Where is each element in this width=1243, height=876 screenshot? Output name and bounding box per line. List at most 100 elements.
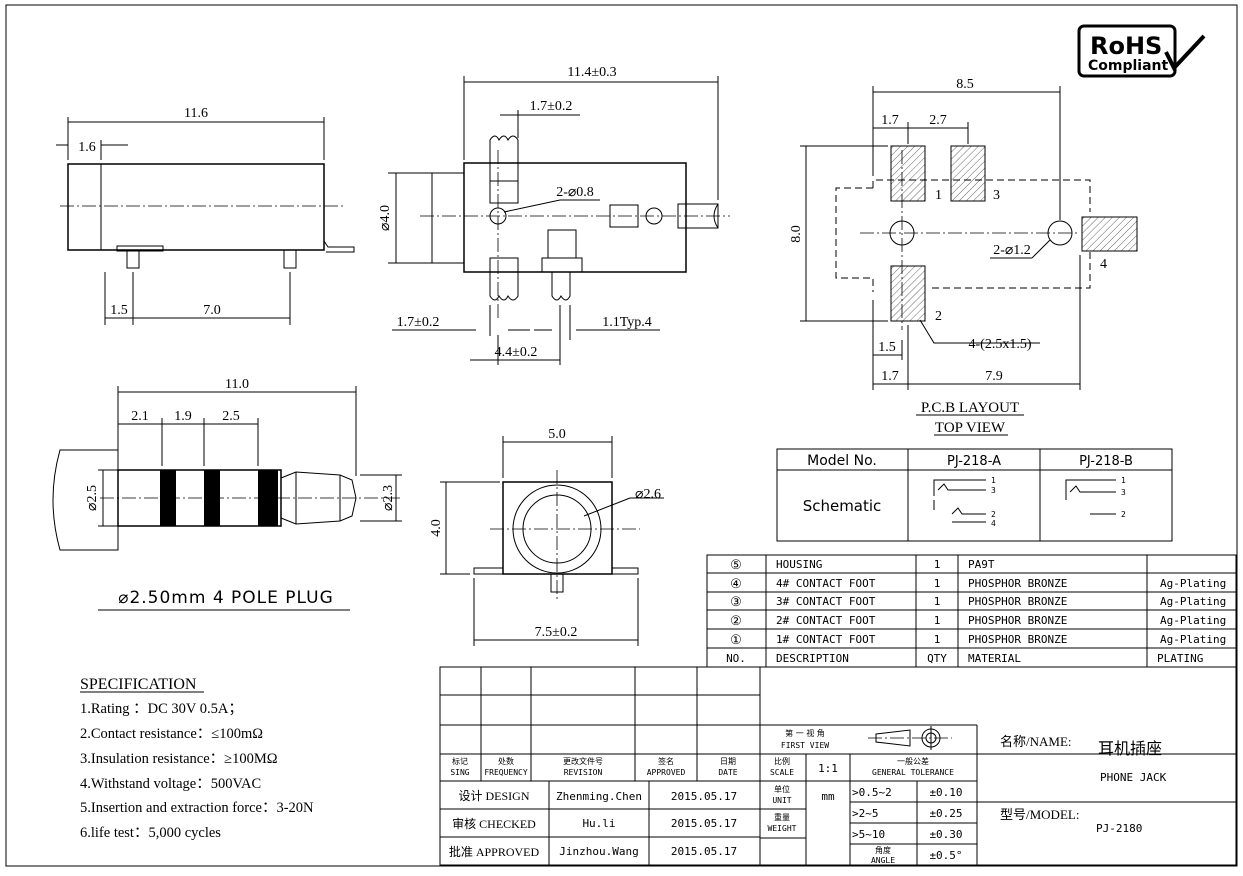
pcb-title: P.C.B LAYOUT bbox=[921, 400, 1019, 416]
model-table-col1: PJ-218-A bbox=[947, 454, 1001, 469]
side-view: 11.6 1.6 1.5 7.0 bbox=[56, 106, 355, 325]
tb-sign-cn: 标记 bbox=[452, 756, 468, 766]
schematic-b-pin-1: 1 bbox=[1121, 476, 1126, 485]
tb-rev-en: REVISION bbox=[564, 768, 603, 777]
front-base-label: 7.5±0.2 bbox=[535, 625, 578, 640]
tb-freq-cn: 处数 bbox=[498, 756, 514, 766]
pcb-dim-e-label: 7.9 bbox=[985, 369, 1003, 384]
tb-model-val: PJ-2180 bbox=[1096, 822, 1142, 835]
tb-angle-en: ANGLE bbox=[871, 856, 895, 865]
side-front-label: 1.6 bbox=[78, 140, 96, 155]
tb-design-date: 2015.05.17 bbox=[671, 790, 737, 803]
tb-unit-en: UNIT bbox=[772, 796, 791, 805]
tb-angle-cn: 角度 bbox=[875, 845, 891, 855]
plug-view: 11.0 2.1 1.9 2.5 ⌀2.5 ⌀2.3 ⌀2.50mm 4 POL… bbox=[52, 377, 402, 611]
bom-table: ⑤ HOUSING 1 PA9T ④ 4# CONTACT FOOT 1 PHO… bbox=[706, 554, 1237, 668]
tb-appr-en: APPROVED bbox=[647, 768, 686, 777]
tb-name-cn: 耳机插座 bbox=[1098, 739, 1162, 758]
schematic-a: 1 3 2 4 bbox=[933, 476, 996, 528]
front-width-label: 5.0 bbox=[548, 427, 566, 442]
tb-check-name: Hu.li bbox=[582, 817, 615, 830]
pcb-overall-label: 8.5 bbox=[956, 77, 974, 92]
schematic-a-pin-3: 3 bbox=[991, 486, 996, 495]
bom-header-desc: DESCRIPTION bbox=[776, 652, 849, 665]
tb-weight-en: WEIGHT bbox=[768, 824, 797, 833]
bom-row-3-qty: 1 bbox=[934, 595, 941, 608]
bom-header-qty: QTY bbox=[927, 652, 947, 665]
tb-sign-en: SING bbox=[450, 768, 469, 777]
pcb-dim-c-label: 1.5 bbox=[878, 340, 896, 355]
first-angle-projection-icon bbox=[868, 726, 952, 750]
bom-row-2-plating: Ag-Plating bbox=[1160, 577, 1226, 590]
top-overall-label: 11.4±0.3 bbox=[567, 65, 616, 80]
top-left-label: 1.7±0.2 bbox=[397, 315, 440, 330]
bom-row-5-material: PHOSPHOR BRONZE bbox=[968, 633, 1067, 646]
model-table-col2: PJ-218-B bbox=[1079, 454, 1133, 469]
tb-tol-cn: 一般公差 bbox=[897, 756, 929, 766]
top-pin-width-label: 1.7±0.2 bbox=[530, 99, 573, 114]
tb-date-cn: 日期 bbox=[720, 757, 736, 766]
bom-row-5-qty: 1 bbox=[934, 633, 941, 646]
bom-header-no: NO. bbox=[726, 652, 746, 665]
bom-row-4-plating: Ag-Plating bbox=[1160, 614, 1226, 627]
tb-approve-name: Jinzhou.Wang bbox=[559, 845, 638, 858]
plug-dia-right-label: ⌀2.3 bbox=[381, 485, 396, 511]
side-pin-pitch-label: 7.0 bbox=[203, 303, 221, 318]
tb-unit-cn: 单位 bbox=[774, 784, 790, 794]
bom-row-4-no: ② bbox=[730, 613, 742, 628]
tb-tol-range-3: >5~10 bbox=[852, 828, 885, 841]
rohs-logo: RoHS Compliant bbox=[1077, 24, 1206, 78]
spec-title: SPECIFICATION bbox=[80, 676, 197, 693]
pcb-hole-label: 2-⌀1.2 bbox=[993, 243, 1031, 258]
tb-fv-cn: 第 一 视 角 bbox=[785, 728, 825, 738]
pcb-pad-1: 1 bbox=[935, 188, 942, 203]
rohs-logo-line2: Compliant bbox=[1088, 58, 1169, 74]
rohs-logo-line1: RoHS bbox=[1090, 32, 1162, 60]
bom-row-2-qty: 1 bbox=[934, 577, 941, 590]
tb-design-name: Zhenming.Chen bbox=[556, 790, 642, 803]
plug-overall-label: 11.0 bbox=[225, 377, 249, 392]
front-dia-label: ⌀2.6 bbox=[635, 487, 661, 502]
tb-approve-date: 2015.05.17 bbox=[671, 845, 737, 858]
bom-row-5-desc: 1# CONTACT FOOT bbox=[776, 633, 876, 646]
model-table-col0: Model No. bbox=[807, 453, 877, 469]
top-view: 11.4±0.3 1.7±0.2 2-⌀0.8 ⌀4.0 1.7±0.2 4.4… bbox=[378, 65, 730, 365]
bom-row-4-material: PHOSPHOR BRONZE bbox=[968, 614, 1067, 627]
bom-row-3-no: ③ bbox=[730, 594, 742, 609]
front-view: 5.0 ⌀2.6 4.0 7.5±0.2 bbox=[429, 427, 664, 646]
tb-model-label: 型号/MODEL: bbox=[1000, 807, 1079, 822]
bom-row-3-plating: Ag-Plating bbox=[1160, 595, 1226, 608]
spec-item-5: 5.Insertion and extraction force：3-20N bbox=[80, 800, 314, 816]
bom-row-3-material: PHOSPHOR BRONZE bbox=[968, 595, 1067, 608]
bom-row-4-desc: 2# CONTACT FOOT bbox=[776, 614, 876, 627]
plug-seg2-label: 1.9 bbox=[174, 409, 192, 424]
tb-rev-cn: 更改文件号 bbox=[563, 756, 603, 766]
top-spacing-label: 4.4±0.2 bbox=[495, 345, 538, 360]
tb-unit-val: mm bbox=[821, 790, 835, 803]
tb-appr-cn: 签名 bbox=[658, 756, 674, 766]
top-height-label: ⌀4.0 bbox=[378, 205, 393, 231]
schematic-b-pin-3: 3 bbox=[1121, 488, 1126, 497]
tb-scale-cn: 比例 bbox=[774, 756, 790, 766]
spec-item-1: 1.Rating ：DC 30V 0.5A； bbox=[80, 701, 243, 717]
tb-approve-label: 批准 APPROVED bbox=[449, 844, 540, 859]
side-pin-offset-label: 1.5 bbox=[110, 303, 128, 318]
tb-scale-val: 1:1 bbox=[818, 762, 838, 775]
tb-date-en: DATE bbox=[718, 768, 737, 777]
tb-tol-en: GENERAL TOLERANCE bbox=[872, 768, 954, 777]
specification: SPECIFICATION 1.Rating ：DC 30V 0.5A； 2.C… bbox=[80, 676, 314, 841]
tb-check-date: 2015.05.17 bbox=[671, 817, 737, 830]
tb-name-en: PHONE JACK bbox=[1100, 771, 1167, 784]
tb-angle-tol: ±0.5° bbox=[929, 849, 962, 862]
pcb-pad-2: 2 bbox=[935, 309, 942, 324]
tb-weight-cn: 重量 bbox=[774, 812, 790, 822]
spec-item-2: 2.Contact resistance：≤100mΩ bbox=[80, 726, 263, 742]
pcb-dim-d-label: 1.7 bbox=[881, 369, 899, 384]
plug-seg3-label: 2.5 bbox=[222, 409, 240, 424]
tb-fv-en: FIRST VIEW bbox=[781, 741, 829, 750]
bom-row-2-no: ④ bbox=[730, 576, 742, 591]
pcb-pad-size-label: 4-(2.5x1.5) bbox=[969, 337, 1032, 352]
schematic-a-pin-4: 4 bbox=[991, 519, 996, 528]
front-height-label: 4.0 bbox=[429, 519, 444, 537]
